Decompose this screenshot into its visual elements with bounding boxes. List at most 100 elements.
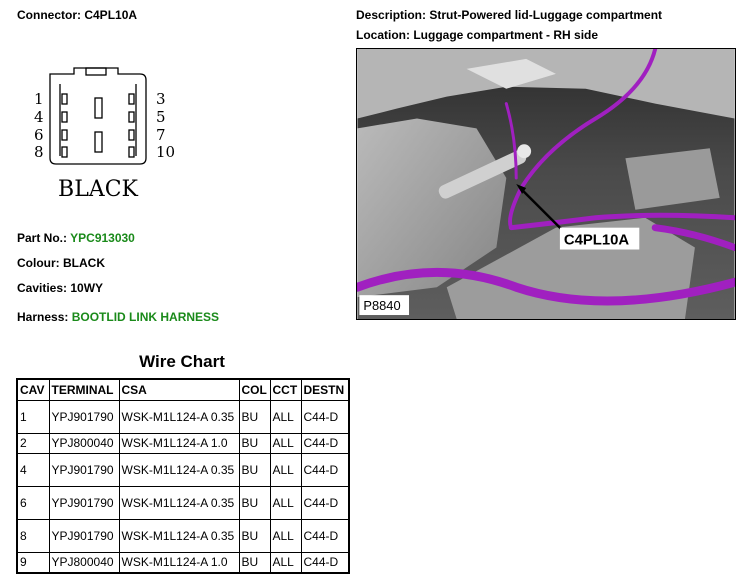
colour: Colour: BLACK <box>17 256 105 270</box>
header-cav: CAV <box>16 378 50 401</box>
header-destn: DESTN <box>300 378 350 401</box>
pin-number-8: 8 <box>34 143 44 161</box>
wire-chart-table: CAV TERMINAL CSA COL CCT DESTN 1 YPJ9017… <box>16 378 350 574</box>
cavity-4 <box>61 111 68 123</box>
table-row: 6 YPJ901790 WSK-M1L124-A 0.35 BU ALL C44… <box>16 486 350 520</box>
location-photo: C4PL10A P8840 <box>356 48 736 320</box>
cavity-6 <box>61 129 68 141</box>
connector-colour-text: BLACK <box>58 177 138 202</box>
cell-destn: C44-D <box>300 486 350 520</box>
strut-end <box>517 144 532 159</box>
cell-terminal: YPJ800040 <box>48 552 120 574</box>
cell-destn: C44-D <box>300 433 350 454</box>
cell-terminal: YPJ800040 <box>48 433 120 454</box>
cavity-1 <box>61 93 68 105</box>
cell-cct: ALL <box>269 519 302 553</box>
cell-csa: WSK-M1L124-A 1.0 <box>118 433 240 454</box>
description: Description: Strut-Powered lid-Luggage c… <box>356 8 662 22</box>
cell-col: BU <box>238 552 271 574</box>
wire-chart-header-row: CAV TERMINAL CSA COL CCT DESTN <box>16 378 350 401</box>
cell-col: BU <box>238 453 271 487</box>
location-value: Luggage compartment - RH side <box>413 28 599 42</box>
harness-label: Harness: <box>17 310 69 324</box>
table-row: 8 YPJ901790 WSK-M1L124-A 0.35 BU ALL C44… <box>16 519 350 553</box>
cell-cav: 6 <box>16 486 50 520</box>
harness: Harness: BOOTLID LINK HARNESS <box>17 310 219 324</box>
pin-number-7: 7 <box>156 126 166 144</box>
cavities: Cavities: 10WY <box>17 281 103 295</box>
harness-value[interactable]: BOOTLID LINK HARNESS <box>71 310 220 324</box>
pin-number-6: 6 <box>34 126 44 144</box>
pin-number-3: 3 <box>156 90 166 108</box>
callout-arrowhead <box>516 184 527 194</box>
cell-csa: WSK-M1L124-A 0.35 <box>118 453 240 487</box>
cell-cav: 2 <box>16 433 50 454</box>
part-number-label: Part No.: <box>17 231 68 245</box>
cell-cct: ALL <box>269 486 302 520</box>
module-box <box>625 148 720 210</box>
cell-col: BU <box>238 433 271 454</box>
location: Location: Luggage compartment - RH side <box>356 28 598 42</box>
wheel-arch-panel <box>357 118 507 298</box>
part-number-value[interactable]: YPC913030 <box>70 231 135 245</box>
description-value: Strut-Powered lid-Luggage compartment <box>429 8 663 22</box>
connector-housing <box>49 67 147 165</box>
cell-csa: WSK-M1L124-A 0.35 <box>118 400 240 434</box>
wire-chart-title: Wire Chart <box>139 352 225 371</box>
cell-col: BU <box>238 400 271 434</box>
header-col: COL <box>238 378 271 401</box>
cell-csa: WSK-M1L124-A 0.35 <box>118 519 240 553</box>
cell-cav: 9 <box>16 552 50 574</box>
cavity-5 <box>128 111 135 123</box>
cavity-9 <box>94 131 103 153</box>
photo-ref-label: P8840 <box>363 298 400 313</box>
connector-face-diagram: 1 4 6 8 3 5 7 10 BLACK <box>34 67 175 202</box>
cavity-3 <box>128 93 135 105</box>
cavities-label: Cavities: <box>17 281 68 295</box>
cell-destn: C44-D <box>300 552 350 574</box>
callout-box <box>559 227 640 250</box>
location-label: Location: <box>356 28 410 42</box>
pin-number-4: 4 <box>34 108 44 126</box>
table-row: 2 YPJ800040 WSK-M1L124-A 1.0 BU ALL C44-… <box>16 433 350 454</box>
cavities-value: 10WY <box>70 281 104 295</box>
cell-terminal: YPJ901790 <box>48 453 120 487</box>
cell-terminal: YPJ901790 <box>48 400 120 434</box>
cell-cct: ALL <box>269 552 302 574</box>
cavity-7 <box>128 129 135 141</box>
body-panel-highlight <box>466 58 556 89</box>
cell-csa: WSK-M1L124-A 0.35 <box>118 486 240 520</box>
cavity-8 <box>61 146 68 158</box>
cell-destn: C44-D <box>300 519 350 553</box>
cell-cct: ALL <box>269 400 302 434</box>
cell-cct: ALL <box>269 453 302 487</box>
header-cct: CCT <box>269 378 302 401</box>
header-terminal: TERMINAL <box>48 378 120 401</box>
photo-ref-box <box>359 295 410 316</box>
header-csa: CSA <box>118 378 240 401</box>
cavity-2 <box>94 97 103 119</box>
cell-destn: C44-D <box>300 453 350 487</box>
housing-inner-lines <box>59 84 137 156</box>
cell-csa: WSK-M1L124-A 1.0 <box>118 552 240 574</box>
strut <box>438 150 527 199</box>
part-number: Part No.: YPC913030 <box>17 231 135 245</box>
cell-cav: 4 <box>16 453 50 487</box>
pin-number-1: 1 <box>34 90 44 108</box>
cell-destn: C44-D <box>300 400 350 434</box>
description-label: Description: <box>356 8 427 22</box>
callout-arrow <box>519 187 565 233</box>
colour-label: Colour: <box>17 256 60 270</box>
cell-cav: 8 <box>16 519 50 553</box>
cell-terminal: YPJ901790 <box>48 519 120 553</box>
photo-callout-label: C4PL10A <box>564 233 630 249</box>
body-panel-top <box>357 49 735 119</box>
cell-col: BU <box>238 519 271 553</box>
table-row: 4 YPJ901790 WSK-M1L124-A 0.35 BU ALL C44… <box>16 453 350 487</box>
colour-value: BLACK <box>63 256 105 270</box>
connector-id: Connector: C4PL10A <box>17 8 137 22</box>
latch-tab <box>85 67 107 76</box>
cell-terminal: YPJ901790 <box>48 486 120 520</box>
pin-number-5: 5 <box>156 108 166 126</box>
pin-number-10: 10 <box>156 143 175 161</box>
